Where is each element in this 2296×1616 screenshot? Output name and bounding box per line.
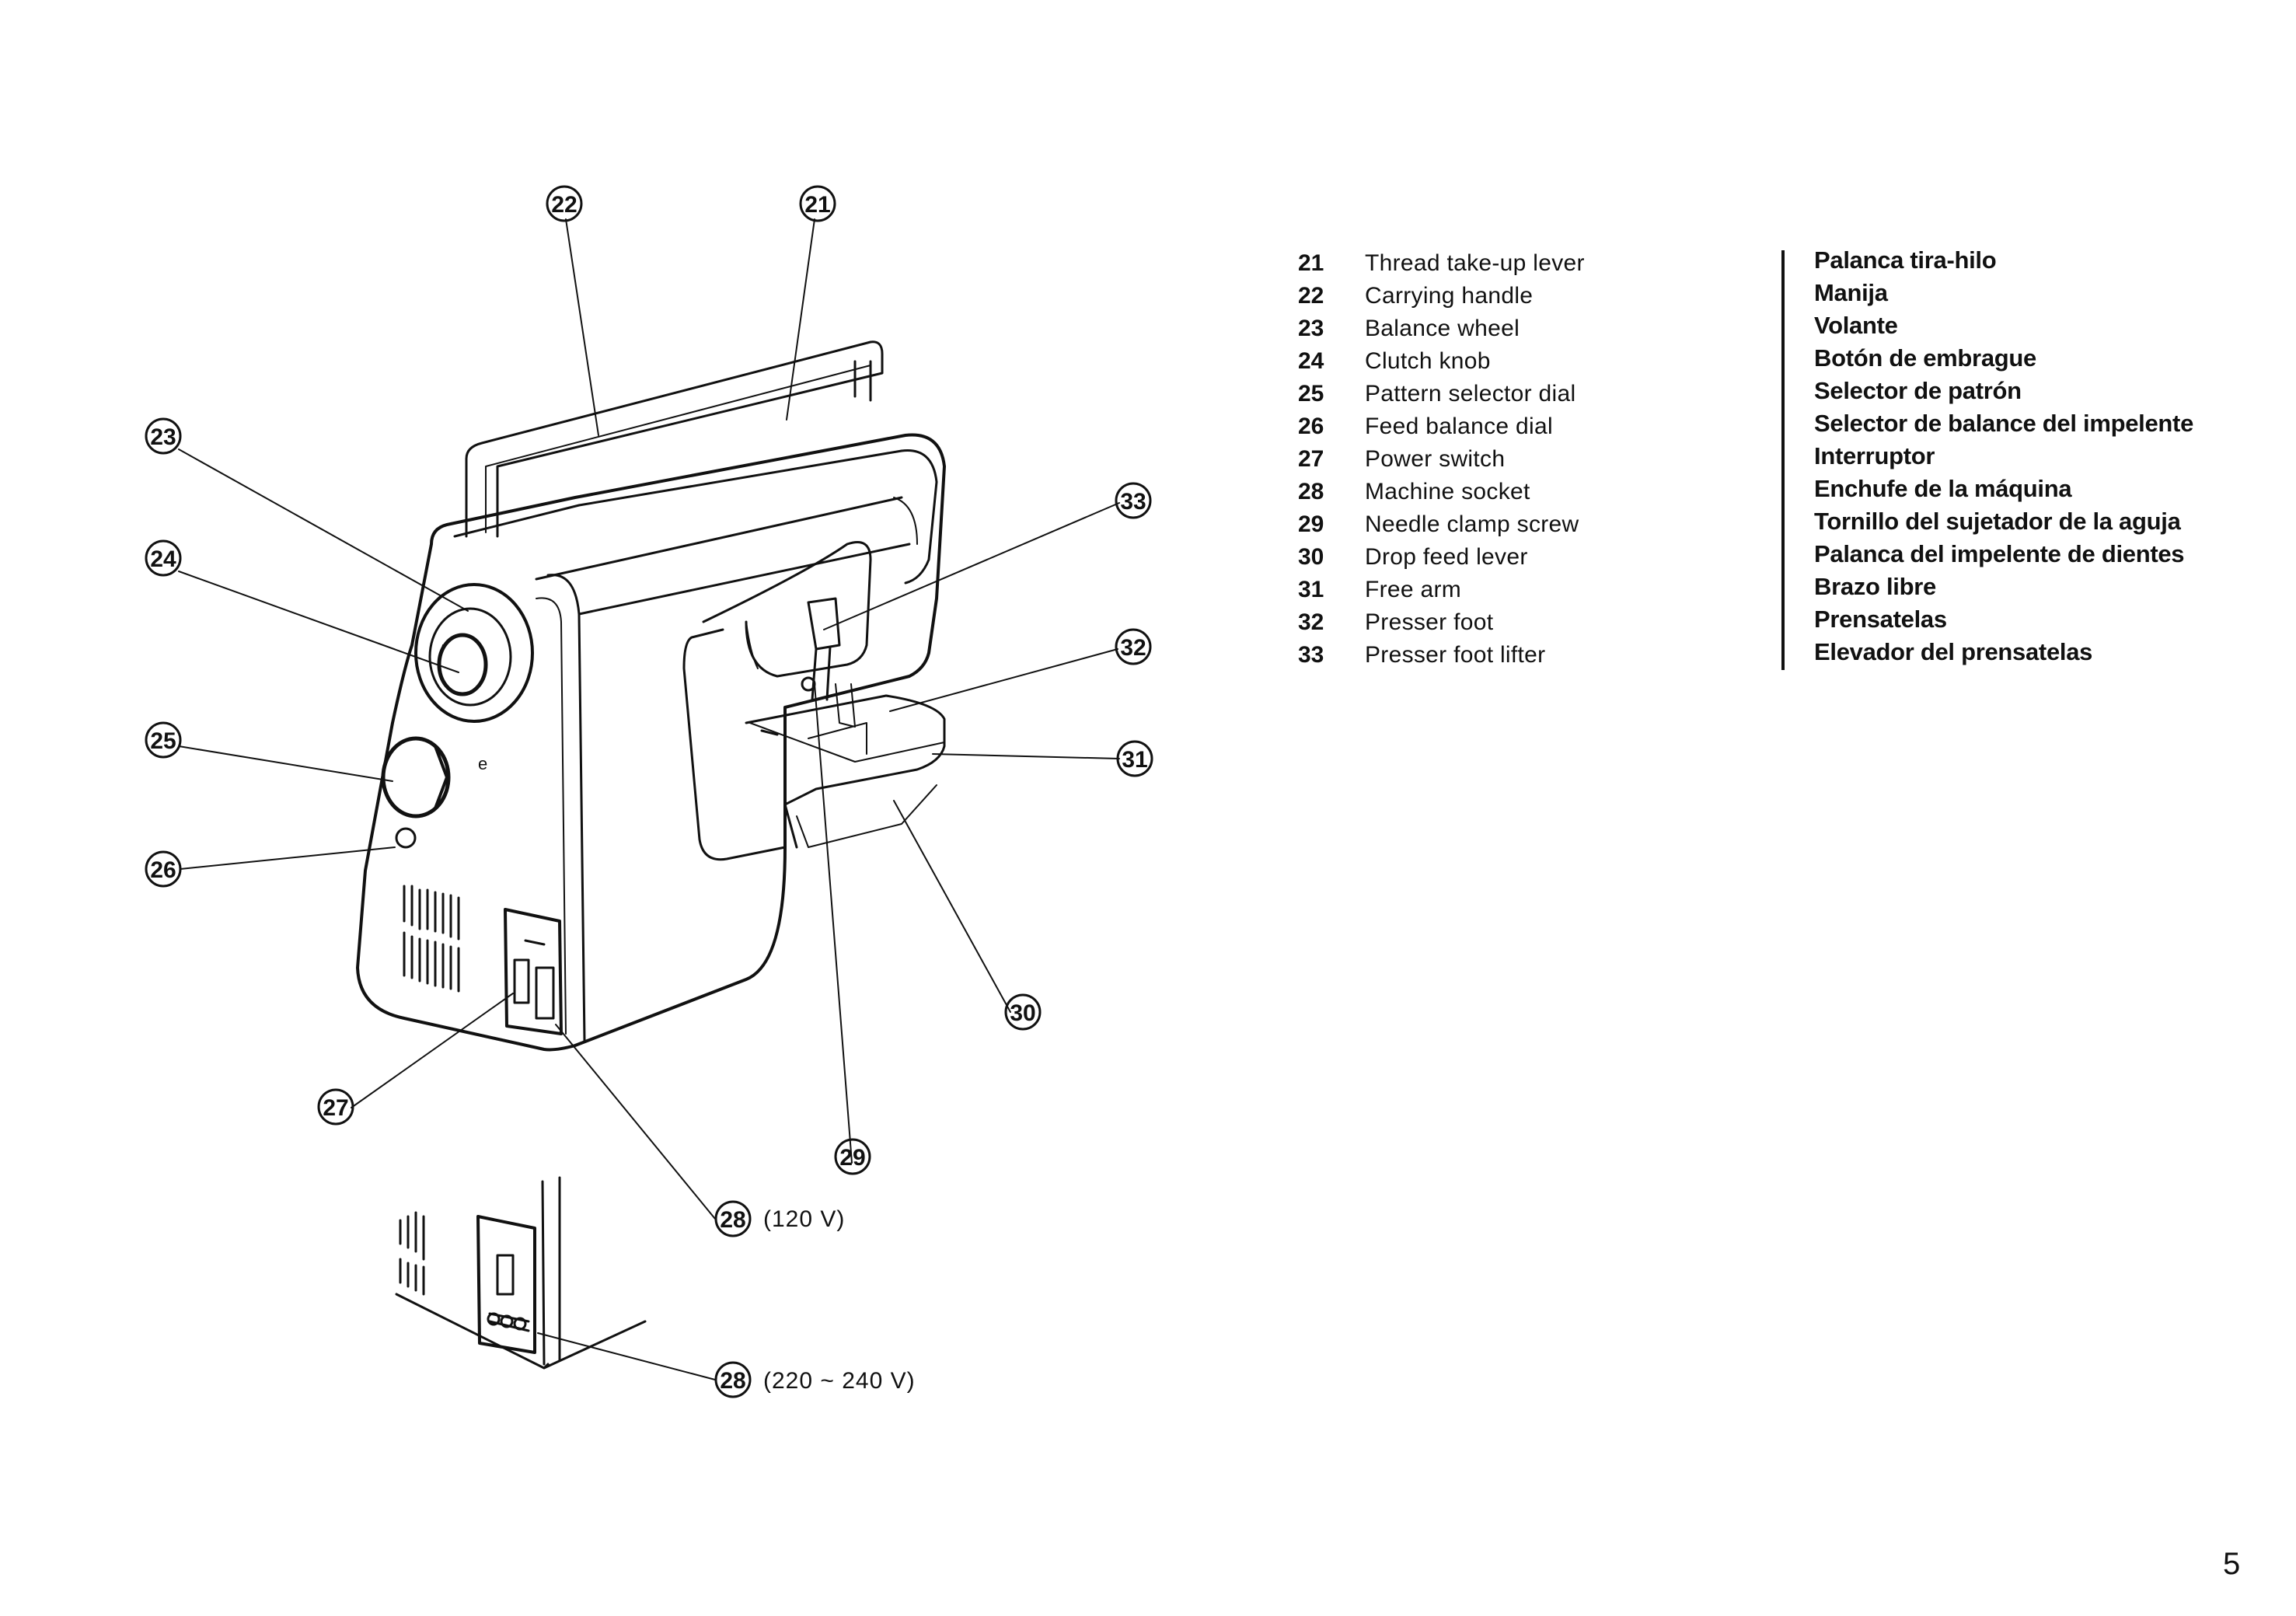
legend-part-name-es: Prensatelas bbox=[1814, 606, 1947, 633]
parts-legend-spanish: Palanca tira-hilo Manija Volante Botón d… bbox=[1814, 244, 2193, 668]
svg-text:23: 23 bbox=[150, 424, 176, 450]
svg-text:28: 28 bbox=[720, 1207, 745, 1233]
legend-number: 22 bbox=[1298, 283, 1324, 309]
legend-part-name: Drop feed lever bbox=[1365, 544, 1528, 570]
free-arm bbox=[745, 694, 946, 849]
callout-30: 30 bbox=[1004, 993, 1042, 1031]
legend-part-name: Feed balance dial bbox=[1365, 414, 1553, 439]
svg-text:22: 22 bbox=[551, 192, 577, 218]
legend-part-name: Power switch bbox=[1365, 446, 1506, 472]
legend-part-name-es: Enchufe de la máquina bbox=[1814, 475, 2072, 502]
page-number: 5 bbox=[2223, 1547, 2241, 1581]
svg-text:32: 32 bbox=[1120, 635, 1146, 661]
legend-part-name-es: Selector de patrón bbox=[1814, 377, 2022, 404]
legend-number: 29 bbox=[1298, 511, 1324, 537]
svg-text:33: 33 bbox=[1120, 489, 1146, 515]
legend-number: 23 bbox=[1298, 316, 1324, 341]
callout-28-120v: 28 bbox=[714, 1200, 752, 1237]
legend-part-name: Free arm bbox=[1365, 577, 1462, 602]
legend-number: 30 bbox=[1298, 544, 1324, 570]
legend-part-name: Thread take-up lever bbox=[1365, 250, 1585, 276]
legend-part-name: Presser foot lifter bbox=[1365, 642, 1546, 668]
legend-part-name: Pattern selector dial bbox=[1365, 381, 1576, 407]
carrying-handle bbox=[465, 340, 884, 538]
machine-body bbox=[356, 433, 946, 1052]
legend-part-name-es: Interruptor bbox=[1814, 442, 1935, 469]
svg-text:30: 30 bbox=[1010, 1000, 1035, 1026]
callout-26: 26 bbox=[145, 850, 182, 888]
voltage-label-120v: (120 V) bbox=[763, 1206, 845, 1232]
svg-text:28: 28 bbox=[720, 1368, 745, 1394]
legend-part-name: Balance wheel bbox=[1365, 316, 1520, 341]
legend-part-name-es: Elevador del prensatelas bbox=[1814, 638, 2093, 665]
legend-part-name-es: Manija bbox=[1814, 279, 1888, 306]
svg-text:31: 31 bbox=[1122, 747, 1147, 773]
sewing-machine-diagram: e bbox=[145, 185, 1153, 1398]
legend-number: 31 bbox=[1298, 577, 1324, 602]
callout-32: 32 bbox=[1115, 628, 1152, 665]
balance-wheel bbox=[414, 583, 534, 723]
svg-text:21: 21 bbox=[804, 192, 830, 218]
legend-part-name-es: Botón de embrague bbox=[1814, 344, 2036, 372]
callout-33: 33 bbox=[1115, 482, 1152, 519]
callout-28-220v: 28 bbox=[714, 1361, 752, 1398]
inset-illustration bbox=[395, 1176, 647, 1370]
callout-24: 24 bbox=[145, 539, 182, 577]
legend-part-name-es: Brazo libre bbox=[1814, 573, 1936, 600]
legend-number: 32 bbox=[1298, 609, 1324, 635]
arm-opening bbox=[702, 541, 872, 678]
callout-22: 22 bbox=[546, 185, 583, 222]
legend-part-name: Clutch knob bbox=[1365, 348, 1491, 374]
legend-part-name-es: Volante bbox=[1814, 312, 1898, 339]
feed-balance-dial bbox=[395, 827, 417, 849]
legend-part-name: Needle clamp screw bbox=[1365, 511, 1579, 537]
legend-divider bbox=[1781, 250, 1785, 670]
vent-slots bbox=[403, 885, 460, 993]
power-switch-shape bbox=[513, 958, 530, 1004]
legend-number: 26 bbox=[1298, 414, 1324, 439]
callout-27: 27 bbox=[317, 1088, 354, 1126]
legend-part-name-es: Tornillo del sujetador de la aguja bbox=[1814, 508, 2181, 535]
svg-text:29: 29 bbox=[839, 1145, 865, 1171]
socket-panel bbox=[504, 908, 563, 1035]
svg-text:24: 24 bbox=[150, 546, 176, 572]
voltage-label-220-240v: (220 ~ 240 V) bbox=[763, 1368, 916, 1394]
legend-part-name: Presser foot bbox=[1365, 609, 1494, 635]
pattern-selector-dial bbox=[381, 736, 451, 818]
callout-23: 23 bbox=[145, 417, 182, 455]
svg-text:25: 25 bbox=[150, 728, 176, 754]
svg-text:27: 27 bbox=[323, 1095, 348, 1121]
svg-text:e: e bbox=[478, 754, 487, 773]
sewing-machine-illustration: e bbox=[356, 340, 946, 1052]
legend-part-name-es: Palanca del impelente de dientes bbox=[1814, 540, 2185, 567]
legend-number: 25 bbox=[1298, 381, 1324, 407]
legend-part-name: Machine socket bbox=[1365, 479, 1530, 504]
svg-text:26: 26 bbox=[150, 857, 176, 883]
top-cover bbox=[453, 449, 911, 616]
legend-number: 24 bbox=[1298, 348, 1324, 374]
callout-31: 31 bbox=[1116, 740, 1153, 777]
legend-number: 33 bbox=[1298, 642, 1324, 668]
legend-part-name-es: Palanca tira-hilo bbox=[1814, 246, 1997, 274]
legend-number: 27 bbox=[1298, 446, 1324, 472]
legend-part-name-es: Selector de balance del impelente bbox=[1814, 410, 2194, 437]
callout-21: 21 bbox=[799, 185, 836, 222]
legend-number: 28 bbox=[1298, 479, 1324, 504]
legend-part-name: Carrying handle bbox=[1365, 283, 1534, 309]
legend-number: 21 bbox=[1298, 250, 1324, 276]
callout-25: 25 bbox=[145, 721, 182, 759]
callout-29: 29 bbox=[834, 1138, 871, 1175]
leader-lines bbox=[178, 218, 1120, 1380]
needle-bar bbox=[807, 597, 841, 651]
